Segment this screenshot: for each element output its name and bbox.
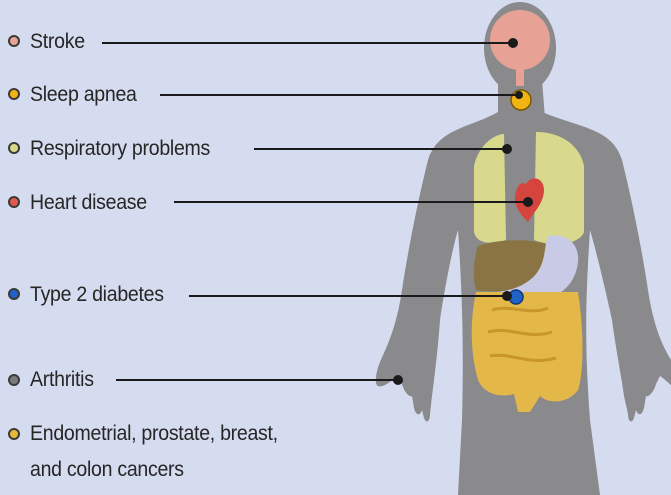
label-cancers-line2: and colon cancers — [30, 457, 184, 483]
stroke-dot — [8, 35, 20, 47]
endpoint-respiratory — [502, 144, 512, 154]
endpoint-arthritis — [393, 375, 403, 385]
endpoint-diabetes — [502, 291, 512, 301]
label-cancers-line1: Endometrial, prostate, breast, — [30, 421, 278, 447]
label-diabetes: Type 2 diabetes — [30, 282, 164, 308]
endpoint-sleep-apnea — [515, 91, 523, 99]
respiratory-dot — [8, 142, 20, 154]
arthritis-dot — [8, 374, 20, 386]
label-respiratory: Respiratory problems — [30, 136, 210, 162]
label-stroke: Stroke — [30, 29, 85, 55]
sleep-apnea-dot — [8, 88, 20, 100]
label-sleep-apnea: Sleep apnea — [30, 82, 137, 108]
label-arthritis: Arthritis — [30, 367, 94, 393]
endpoint-heart — [523, 197, 533, 207]
diabetes-dot — [8, 288, 20, 300]
label-heart-disease: Heart disease — [30, 190, 147, 216]
endpoint-stroke — [508, 38, 518, 48]
cancers-dot — [8, 428, 20, 440]
heart-disease-dot — [8, 196, 20, 208]
